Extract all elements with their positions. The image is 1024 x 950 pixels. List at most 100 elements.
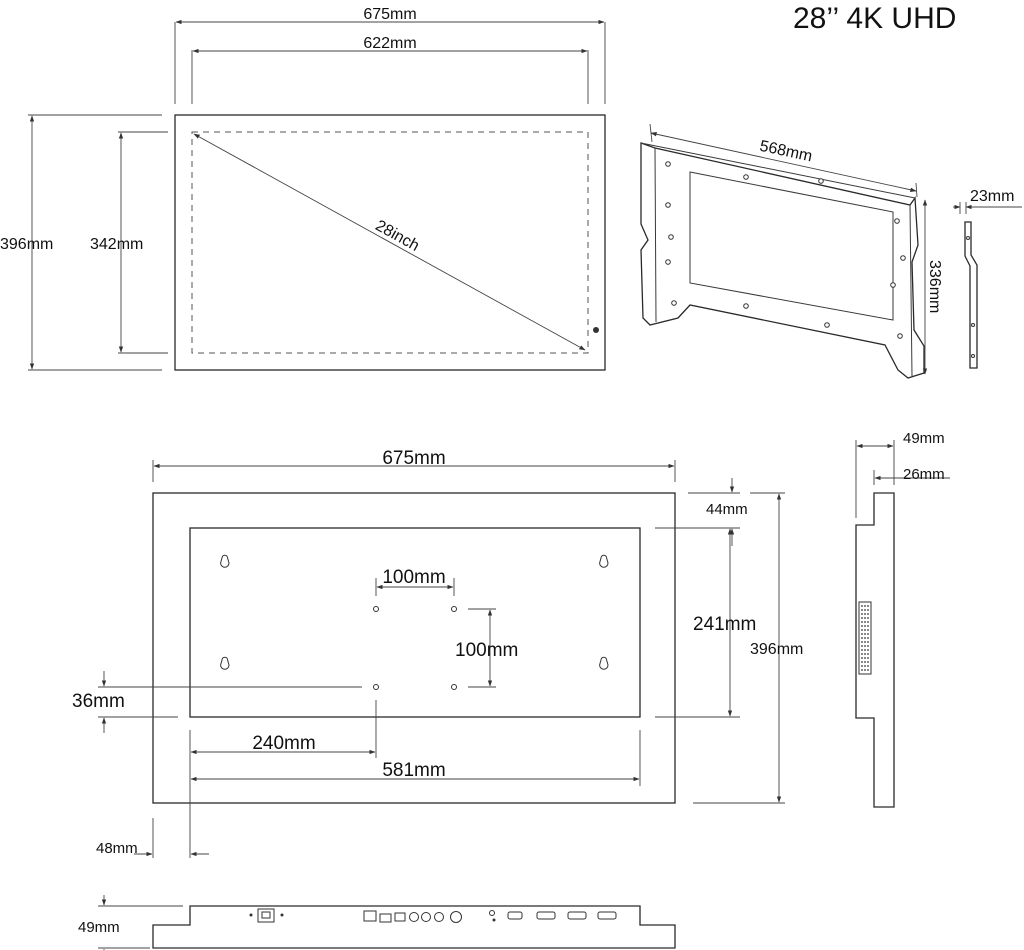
grille-hole (867, 665, 869, 667)
grille-hole (867, 657, 869, 659)
grille-hole (867, 661, 869, 663)
grille-hole (861, 657, 863, 659)
serial-port (536, 911, 556, 920)
keyhole-mount (220, 554, 609, 670)
bracket-depth-label: 23mm (970, 188, 1014, 205)
side-view: 49mm 26mm (855, 430, 950, 808)
grille-hole (861, 613, 863, 615)
bracket-height-label: 336mm (926, 260, 943, 313)
front-sensor-dot (593, 327, 599, 333)
grille-hole (864, 661, 866, 663)
rear-width-label: 675mm (382, 448, 445, 469)
left-margin-label: 48mm (96, 840, 138, 857)
vesa-hole (451, 606, 457, 612)
screen-area-outline (191, 131, 589, 354)
diagonal-dimension (193, 133, 586, 351)
grille-hole (861, 625, 863, 627)
rear-frame-outline (152, 492, 676, 804)
grille-hole (867, 621, 869, 623)
grille-hole (867, 645, 869, 647)
grille-hole (864, 621, 866, 623)
serial-port (567, 911, 587, 920)
vesa-offset-label: 240mm (252, 733, 315, 754)
grille-hole (864, 653, 866, 655)
front-outer-width-label: 675mm (363, 6, 416, 23)
panel-width-label: 581mm (382, 760, 445, 781)
vesa-height-label: 100mm (455, 640, 518, 661)
front-inner-width-label: 622mm (363, 35, 416, 52)
grille-hole (867, 617, 869, 619)
front-inner-height-label: 342mm (90, 236, 143, 253)
grille-hole (861, 669, 863, 671)
grille-hole (861, 645, 863, 647)
grille-hole (861, 629, 863, 631)
grille-hole (861, 665, 863, 667)
front-view: 675mm 622mm 28inch 396mm 342mm (0, 6, 606, 371)
vga-port (507, 911, 523, 920)
rear-panel-outline (189, 527, 641, 718)
grille-hole (864, 625, 866, 627)
grille-hole (861, 653, 863, 655)
serial-port (597, 911, 617, 920)
top-margin-label: 44mm (706, 501, 748, 518)
grille-hole (864, 649, 866, 651)
speaker-grille-pattern (861, 605, 869, 671)
grille-hole (864, 633, 866, 635)
side-body-depth-label: 26mm (903, 466, 945, 483)
grille-hole (861, 633, 863, 635)
audio-jack (409, 912, 419, 922)
hdmi-port (379, 913, 392, 923)
grille-hole (867, 641, 869, 643)
grille-hole (864, 637, 866, 639)
grille-hole (864, 617, 866, 619)
grille-hole (864, 609, 866, 611)
grille-hole (867, 669, 869, 671)
grille-hole (867, 633, 869, 635)
usb-port (363, 910, 377, 922)
grille-hole (861, 605, 863, 607)
drawing-title: 28’’ 4K UHD (793, 2, 956, 35)
grille-hole (864, 645, 866, 647)
bracket-width-dimension (650, 132, 917, 192)
bottom-view: 49mm (78, 895, 676, 950)
bracket-outline (640, 142, 925, 379)
grille-hole (864, 665, 866, 667)
side-total-depth-label: 49mm (903, 430, 945, 447)
grille-hole (864, 641, 866, 643)
panel-height-label: 241mm (693, 614, 756, 635)
grille-hole (864, 657, 866, 659)
bracket-window (689, 171, 894, 321)
mount-bracket-view: 568mm 336mm (640, 123, 943, 379)
grille-hole (861, 649, 863, 651)
grille-hole (867, 629, 869, 631)
grille-hole (867, 653, 869, 655)
grille-hole (861, 661, 863, 663)
audio-jack (450, 911, 462, 923)
side-profile-outline (855, 492, 895, 808)
grille-hole (861, 641, 863, 643)
bottom-profile-outline (152, 905, 676, 949)
audio-jack (421, 912, 431, 922)
grille-hole (864, 613, 866, 615)
grille-hole (867, 613, 869, 615)
grille-hole (861, 617, 863, 619)
vesa-hole (373, 606, 379, 612)
grille-hole (864, 605, 866, 607)
grille-hole (864, 629, 866, 631)
vesa-hole (373, 684, 379, 690)
grille-hole (867, 605, 869, 607)
audio-jack (434, 912, 444, 922)
rear-height-label: 396mm (750, 641, 803, 658)
grille-hole (867, 649, 869, 651)
bracket-side-profile: 23mm (953, 188, 1022, 369)
grille-hole (867, 625, 869, 627)
grille-hole (867, 637, 869, 639)
bottom-depth-label: 49mm (78, 919, 120, 936)
grille-hole (861, 621, 863, 623)
front-outer-height-label: 396mm (0, 236, 53, 253)
grille-hole (867, 609, 869, 611)
rear-view: 675mm 100mm 100mm 36mm (72, 448, 803, 858)
vesa-bottom-offset-label: 36mm (72, 691, 125, 712)
bracket-width-label: 568mm (758, 138, 814, 166)
